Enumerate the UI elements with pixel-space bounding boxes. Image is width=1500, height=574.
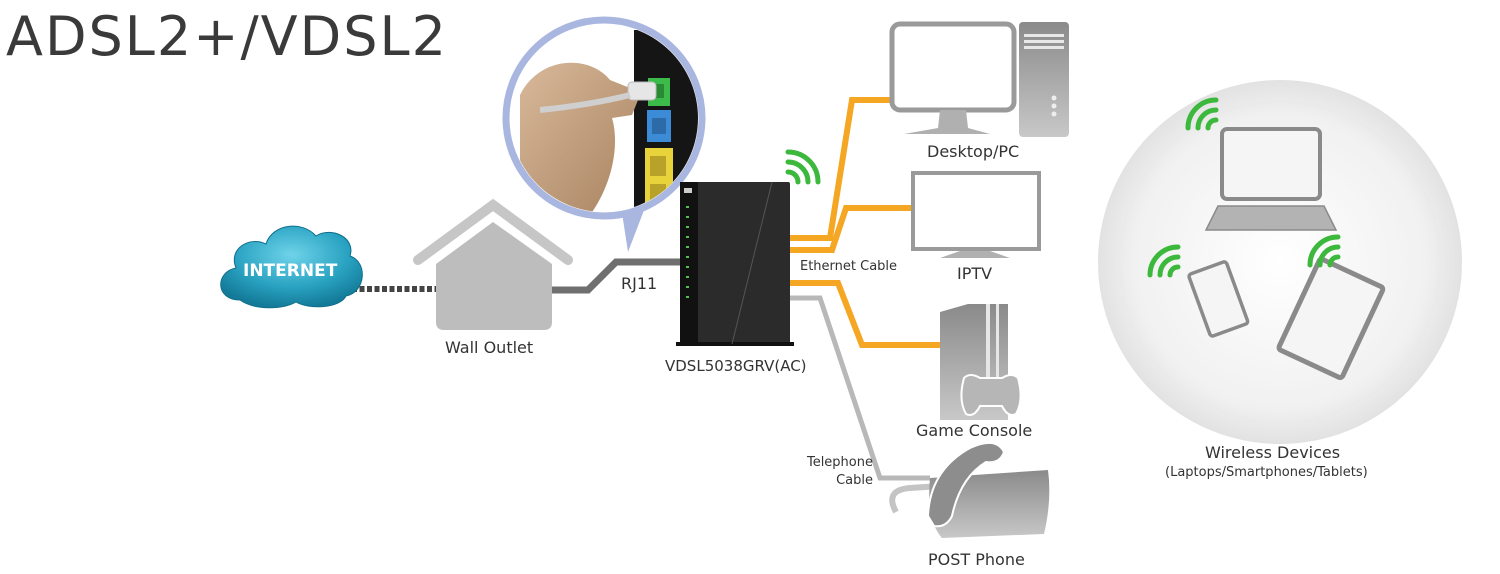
wifi-icon-tablet (1307, 234, 1341, 268)
ethernet-cable-label: Ethernet Cable (800, 259, 898, 274)
wireless-devices-label: Wireless Devices (1205, 443, 1341, 462)
iptv-label: IPTV (957, 264, 993, 283)
ethernet-cable-console (790, 280, 940, 348)
ethernet-cable-desktop (790, 97, 892, 241)
rj11-label: RJ11 (621, 274, 658, 293)
telephone-cable-label-line1: Telephone (806, 455, 873, 470)
house-icon (413, 198, 573, 330)
wall-outlet-label: Wall Outlet (445, 338, 534, 357)
post-phone-label: POST Phone (928, 550, 1025, 569)
desktop-pc-icon (889, 21, 1069, 137)
router-icon (676, 181, 794, 346)
wifi-icon (785, 149, 821, 185)
desktop-label: Desktop/PC (927, 142, 1020, 161)
telephone-cable-label-line2: Cable (836, 473, 873, 488)
rj11-cable (552, 258, 684, 294)
ethernet-cables (790, 97, 940, 348)
wireless-devices-icon (1098, 80, 1462, 444)
internet-label: INTERNET (243, 261, 338, 281)
smartphone-icon (1187, 260, 1250, 338)
game-console-label: Game Console (916, 421, 1033, 440)
page-title: ADSL2+/VDSL2 (6, 5, 448, 68)
router-label: VDSL5038GRV(AC) (665, 357, 807, 375)
wifi-icon-phone (1147, 244, 1181, 278)
wifi-icon-laptop (1185, 97, 1219, 131)
wireless-devices-sublabel: (Laptops/Smartphones/Tablets) (1165, 465, 1368, 480)
telephone-cable (790, 295, 930, 481)
laptop-icon (1204, 127, 1338, 231)
cloud-icon (220, 225, 363, 309)
port-callout (502, 16, 706, 252)
game-console-icon (940, 304, 1022, 420)
telephone-icon (889, 441, 1050, 538)
ethernet-cable-iptv (790, 205, 912, 253)
tablet-icon (1276, 256, 1386, 381)
telephone-cable-label: Telephone Cable (790, 454, 873, 490)
tv-icon (911, 171, 1041, 258)
